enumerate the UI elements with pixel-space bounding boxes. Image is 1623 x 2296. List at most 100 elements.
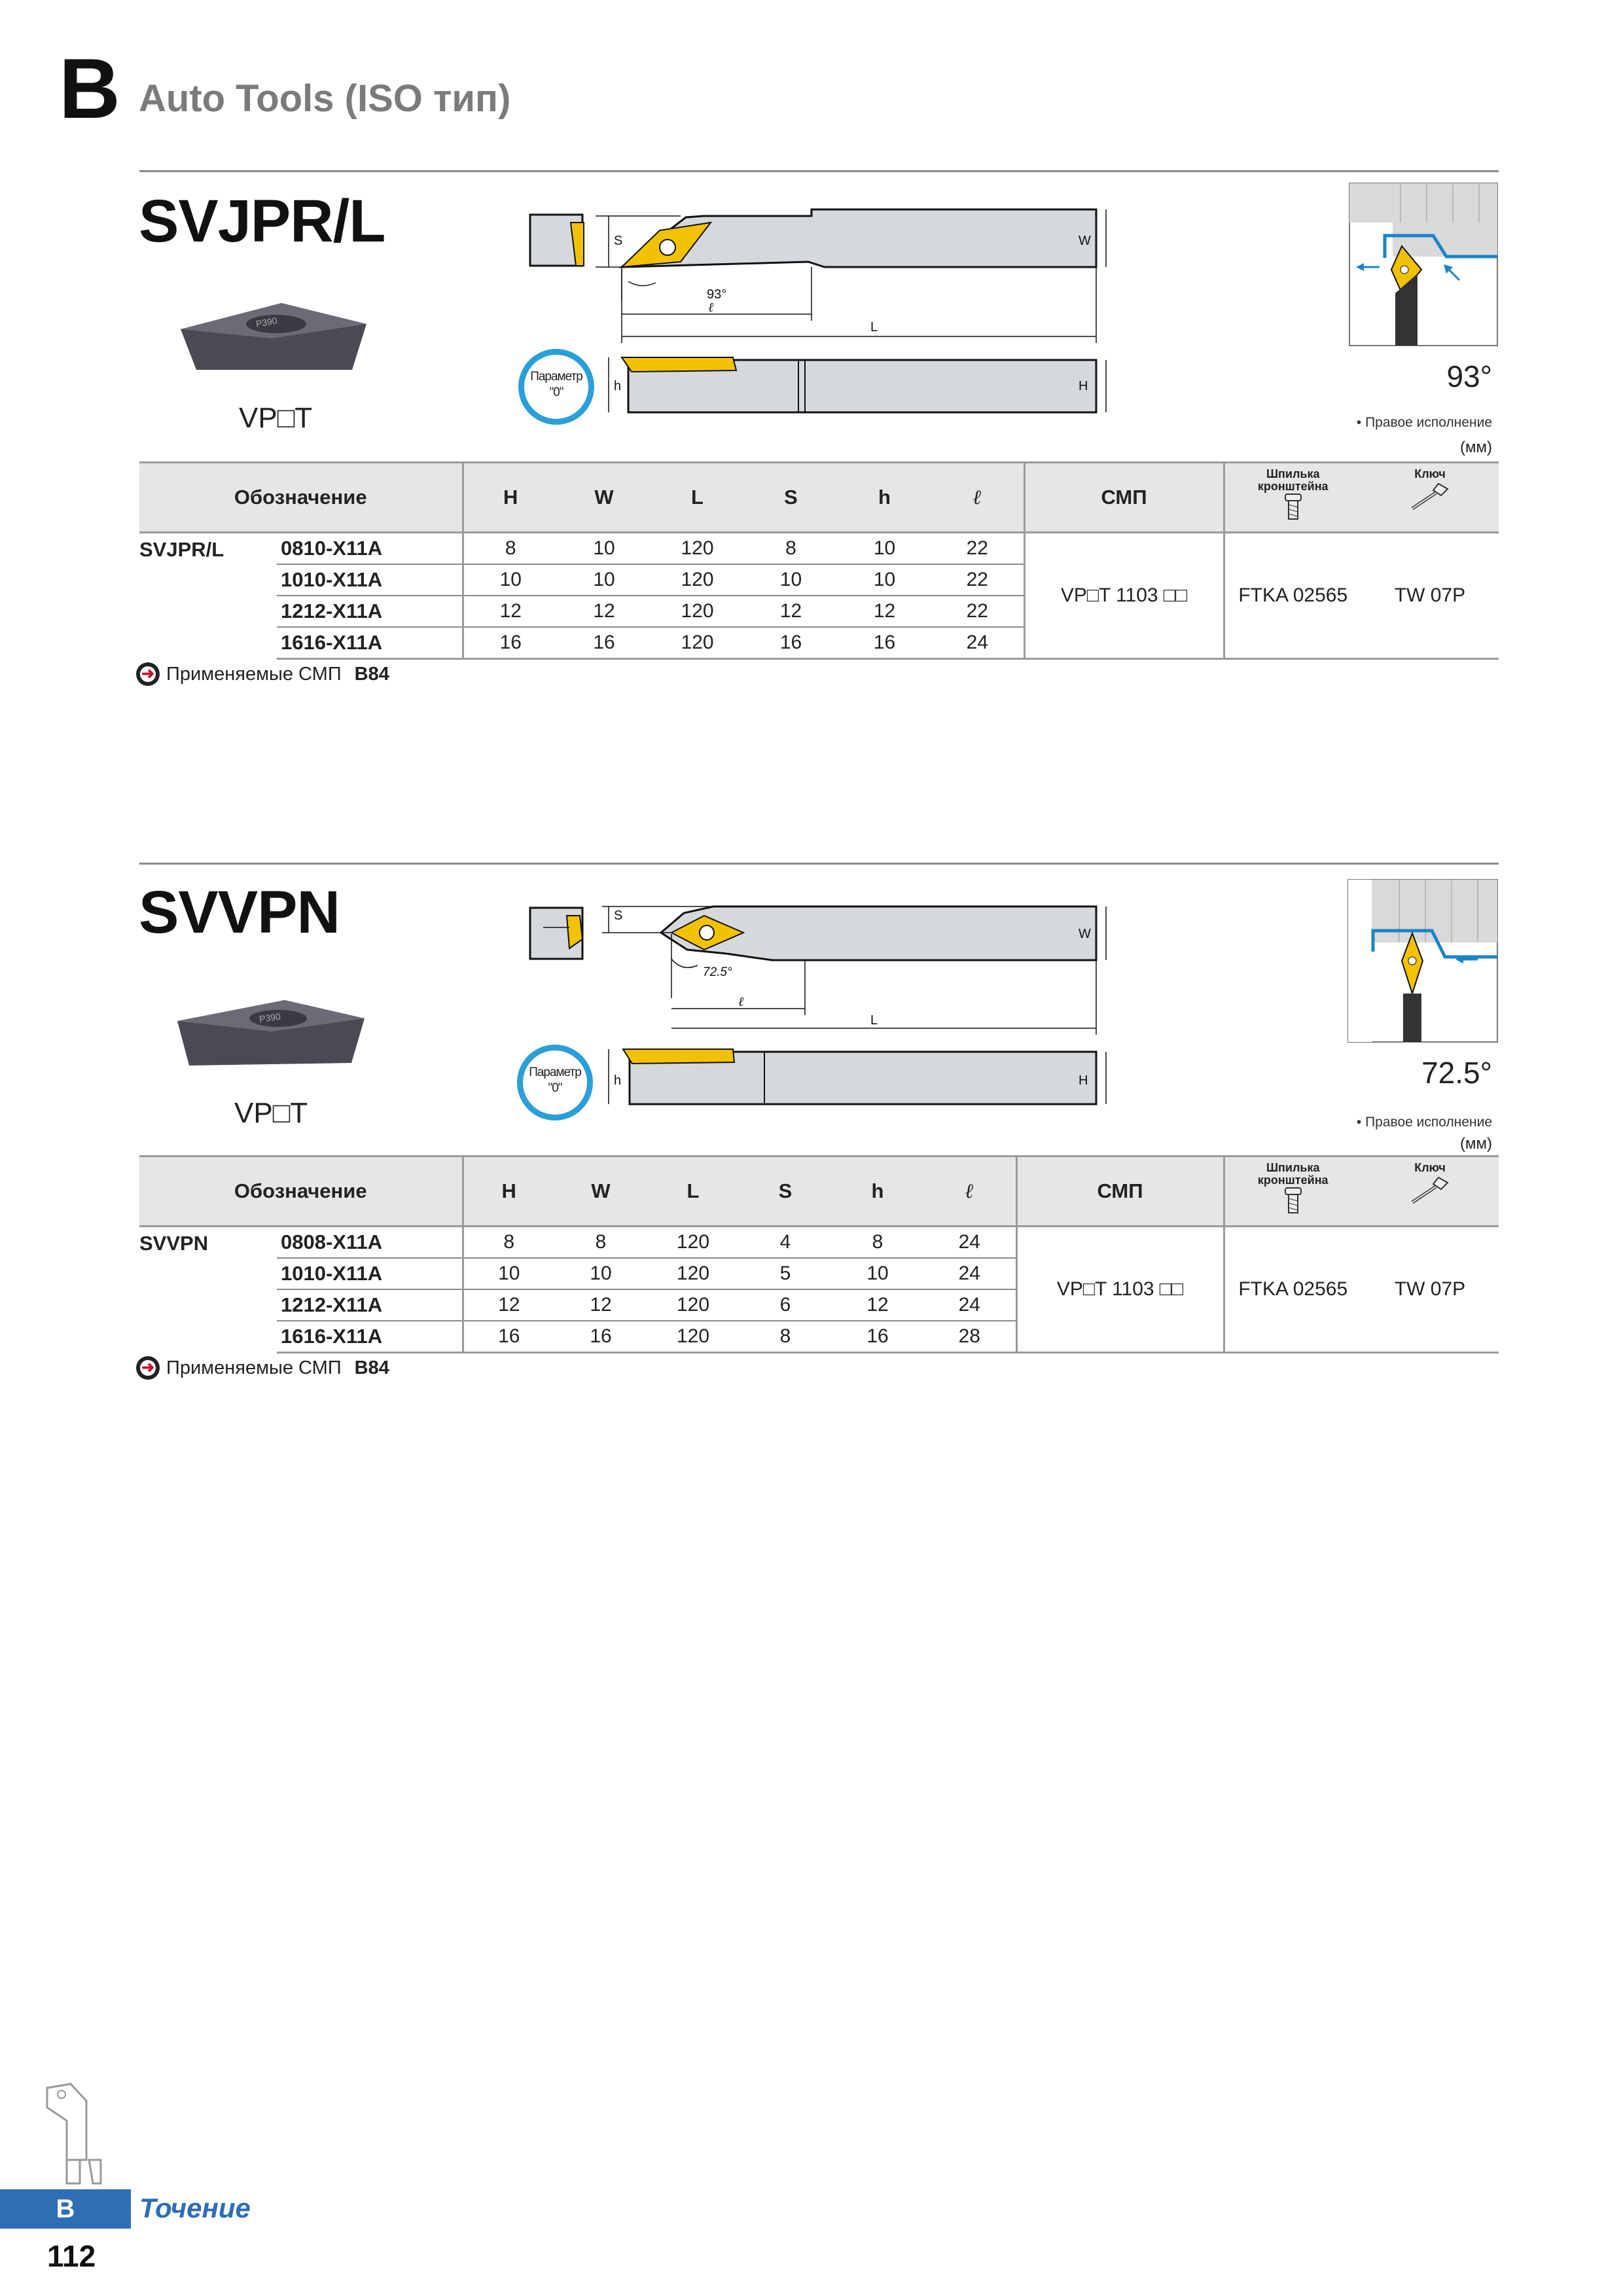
col-S: S <box>744 461 838 533</box>
screw-icon <box>1284 1187 1302 1213</box>
tool-dimension-drawing: S W ℓ L h H 72.5° <box>529 905 1107 1105</box>
lead-angle: 72.5° <box>1421 1056 1492 1090</box>
ref-text: Применяемые СМП <box>166 663 342 685</box>
dim-label-W: W <box>1079 927 1091 941</box>
cell-H: 10 <box>461 1258 554 1290</box>
dim-label-h: h <box>614 1073 621 1088</box>
angle-label: 72.5° <box>703 965 732 979</box>
product-title: SVVPN <box>139 879 340 946</box>
key-icon <box>1411 1177 1449 1204</box>
cell-screw: FTKA 02565 <box>1222 1226 1361 1354</box>
insert-image: P390 <box>177 1000 365 1066</box>
col-key-label: Ключ <box>1414 467 1446 480</box>
cell-L: 120 <box>647 1321 739 1354</box>
col-W: W <box>558 461 651 533</box>
cell-W: 16 <box>554 1321 647 1354</box>
cell-h: 10 <box>838 532 931 565</box>
cell-H: 12 <box>461 1289 554 1321</box>
cell-h: 16 <box>832 1321 923 1354</box>
cell-W: 10 <box>558 532 651 565</box>
insert-image: P390 <box>181 303 366 370</box>
cell-h: 12 <box>832 1289 923 1321</box>
col-H: H <box>461 461 558 533</box>
unit-label: (мм) <box>1460 439 1492 456</box>
col-screw: Шпилька кронштейна <box>1222 461 1361 533</box>
section-title: Auto Tools (ISO тип) <box>139 77 511 120</box>
cell-l: 22 <box>931 564 1024 596</box>
cell-W: 12 <box>554 1289 647 1321</box>
ref-text: Применяемые СМП <box>166 1357 342 1378</box>
col-key-label: Ключ <box>1414 1160 1446 1174</box>
col-screw-label: Шпилька кронштейна <box>1257 1161 1329 1187</box>
col-screw: Шпилька кронштейна <box>1222 1155 1361 1227</box>
section-tab-name: Точение <box>139 2193 251 2223</box>
col-L: L <box>647 1155 739 1227</box>
dim-label-L: L <box>870 1013 878 1028</box>
cell-L: 120 <box>647 1289 739 1321</box>
col-h: h <box>838 461 931 533</box>
turning-tool-icon <box>46 2083 102 2185</box>
col-insert: СМП <box>1015 1155 1224 1227</box>
cell-key: TW 07P <box>1361 1226 1499 1354</box>
col-designation: Обозначение <box>139 461 463 533</box>
cell-l: 24 <box>923 1258 1016 1290</box>
cell-S: 16 <box>744 627 838 660</box>
dim-label-L: L <box>870 320 878 334</box>
unit-label: (мм) <box>1460 1135 1492 1153</box>
cell-h: 16 <box>838 627 931 660</box>
applicable-inserts-link[interactable]: ➜ Применяемые СМП B84 <box>136 1356 389 1380</box>
badge-line1: Параметр <box>530 370 583 384</box>
table-row-code: 1010-X11A <box>277 1258 463 1290</box>
arrow-right-icon: ➜ <box>136 662 160 686</box>
table-row-code: 0810-X11A <box>277 532 463 565</box>
cell-S: 4 <box>739 1226 832 1259</box>
ref-page: B84 <box>354 663 389 685</box>
cell-l: 22 <box>931 532 1024 565</box>
col-key: Ключ <box>1361 1155 1499 1227</box>
dim-label-S: S <box>614 908 622 923</box>
col-S: S <box>739 1155 832 1227</box>
col-l: ℓ <box>923 1155 1016 1227</box>
cell-H: 10 <box>461 564 558 596</box>
cell-W: 10 <box>554 1258 647 1290</box>
cell-H: 8 <box>461 1226 554 1259</box>
cell-l: 24 <box>923 1226 1016 1259</box>
cell-L: 120 <box>647 1226 739 1259</box>
col-l: ℓ <box>931 461 1024 533</box>
dim-label-l: ℓ <box>708 300 714 315</box>
screw-icon <box>1284 493 1302 520</box>
cell-W: 8 <box>554 1226 647 1259</box>
badge-line2: "0" <box>548 1081 562 1095</box>
cell-L: 120 <box>651 627 744 660</box>
cell-key: TW 07P <box>1361 532 1499 660</box>
cell-H: 16 <box>461 1321 554 1354</box>
spec-table: Обозначение H W L S h ℓ СМП Шпилька крон… <box>139 1155 1499 1354</box>
svg-text:P390: P390 <box>259 1011 281 1024</box>
parameter-zero-badge: Параметр "0" <box>517 1045 593 1121</box>
series-name: SVJPR/L <box>139 538 224 561</box>
cell-L: 120 <box>647 1258 739 1290</box>
cell-S: 12 <box>744 596 838 628</box>
table-row-code: 1212-X11A <box>277 1289 463 1321</box>
svg-text:P390: P390 <box>255 315 278 329</box>
product-title: SVJPR/L <box>139 188 385 255</box>
cell-W: 16 <box>558 627 651 660</box>
cell-insert: VP□T 1103 □□ <box>1015 1226 1224 1354</box>
series-name: SVVPN <box>139 1232 209 1255</box>
cell-W: 10 <box>558 564 651 596</box>
cell-screw: FTKA 02565 <box>1222 532 1361 660</box>
table-row-code: 0808-X11A <box>277 1226 463 1259</box>
spec-table: Обозначение H W L S h ℓ СМП Шпилька крон… <box>139 461 1499 660</box>
hand-note: • Правое исполнение <box>1356 415 1492 430</box>
hand-note: • Правое исполнение <box>1356 1115 1492 1130</box>
cell-l: 28 <box>923 1321 1016 1354</box>
table-row-code: 1616-X11A <box>277 1321 463 1354</box>
applicable-inserts-link[interactable]: ➜ Применяемые СМП B84 <box>136 662 389 686</box>
cell-insert: VP□T 1103 □□ <box>1023 532 1224 660</box>
section-rule <box>139 863 1499 865</box>
dim-label-H: H <box>1079 1073 1088 1088</box>
ref-page: B84 <box>354 1357 389 1378</box>
cell-S: 10 <box>744 564 838 596</box>
table-row-code: 1616-X11A <box>277 627 463 660</box>
angle-label: 93° <box>707 287 726 302</box>
